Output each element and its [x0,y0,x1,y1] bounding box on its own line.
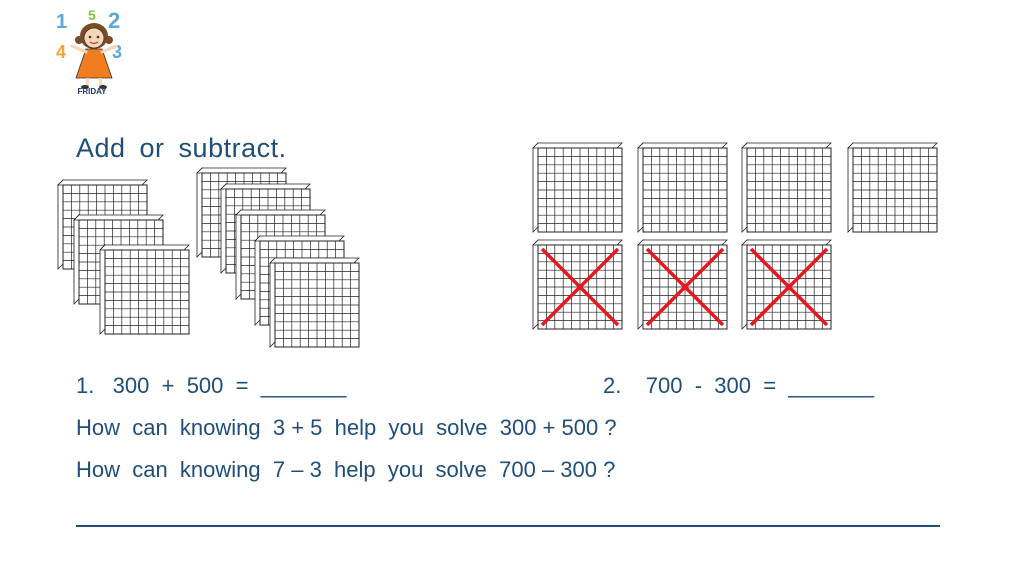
logo-digit: 3 [112,42,122,62]
hundred-block [741,142,832,233]
crossed-hundred-block [532,239,623,330]
hundred-block [847,142,938,233]
logo-digit: 5 [88,7,96,23]
hundred-block [532,142,623,233]
problem-1: 1. 300 + 500 = _______ [76,373,347,398]
hundred-block [99,244,190,335]
crossed-hundred-block [637,239,728,330]
left-hundreds-group [57,179,190,335]
hundred-block [637,142,728,233]
logo-digit: 2 [108,8,120,33]
question-2: How can knowing 7 – 3 help you solve 700… [76,457,616,482]
day-label: FRIDAY [77,87,107,96]
answer-line[interactable] [76,525,940,527]
question-1: How can knowing 3 + 5 help you solve 300… [76,415,617,440]
problem-2: 2. 700 - 300 = _______ [603,373,874,398]
middle-hundreds-group [196,167,360,348]
hundred-block [269,257,360,348]
logo-digit: 4 [56,42,66,62]
logo-digit: 1 [56,11,67,33]
page-title: Add or subtract. [76,133,287,163]
crossed-hundred-block [741,239,832,330]
girl-with-numbers-logo: 1 5 2 4 3 [54,6,130,90]
right-hundreds-group [532,142,938,330]
